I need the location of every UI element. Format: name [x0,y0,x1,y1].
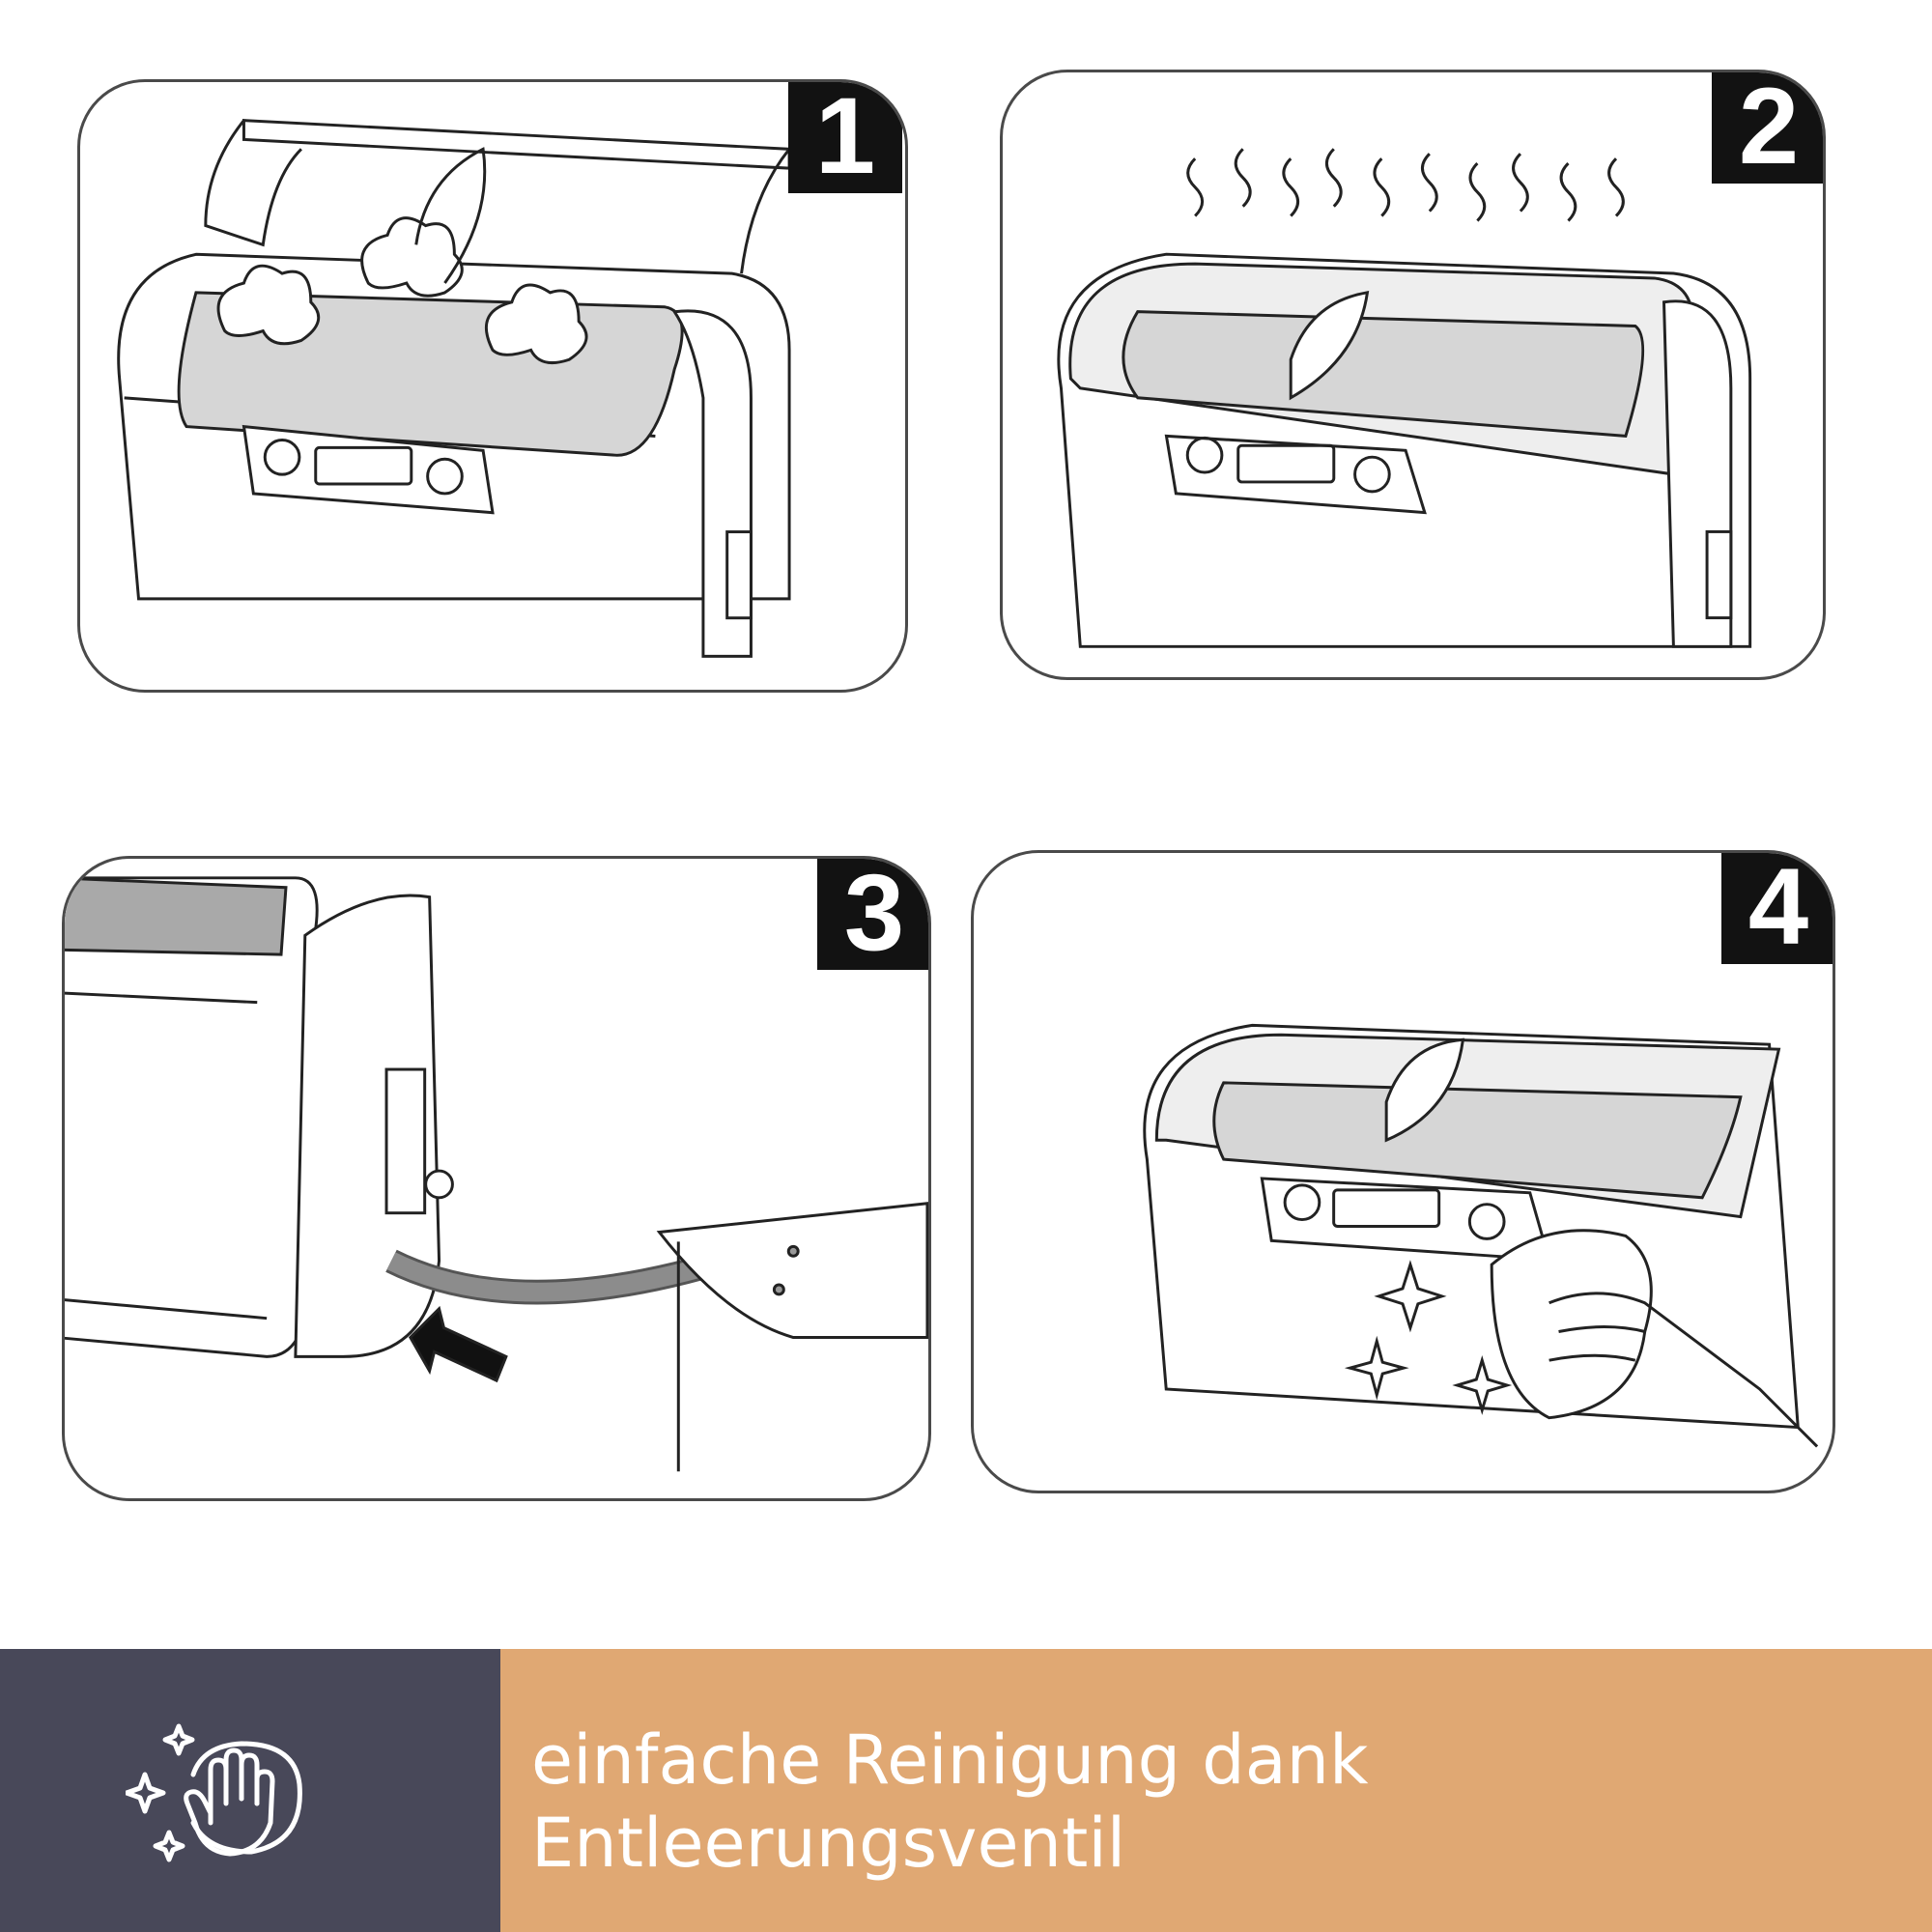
step-number-badge: 4 [1721,853,1833,964]
step-number-badge: 2 [1712,72,1823,184]
caption-line-1: einfache Reinigung dank [531,1720,1369,1800]
step-panel-1: 1 [77,79,908,693]
icon-panel [0,1649,500,1932]
sparkle-icon [1452,1355,1513,1415]
step-number-badge: 1 [788,82,902,193]
step-number-badge: 3 [817,859,928,970]
step-3-illustration [65,876,928,1472]
cloth-icon [1490,1229,1653,1420]
step-panel-3: 3 [62,856,931,1501]
feature-footer: einfache Reinigung dank Entleerungsventi… [0,1649,1932,1932]
heat-waves-icon [1186,148,1625,222]
sparkle-icon [1374,1260,1447,1333]
sparkle-icon [1344,1335,1409,1401]
hand-wiping-sparkle-icon [126,1723,302,1862]
step-2-illustration [1057,148,1752,648]
step-panel-4: 4 [971,850,1835,1493]
caption-panel: einfache Reinigung dank Entleerungsventi… [500,1649,1932,1932]
step-1-illustration [117,119,791,658]
step-4-illustration [1143,1023,1819,1448]
step-panel-2: 2 [1000,70,1826,680]
caption-line-2: Entleerungsventil [531,1804,1126,1883]
arrow-icon [408,1305,508,1383]
